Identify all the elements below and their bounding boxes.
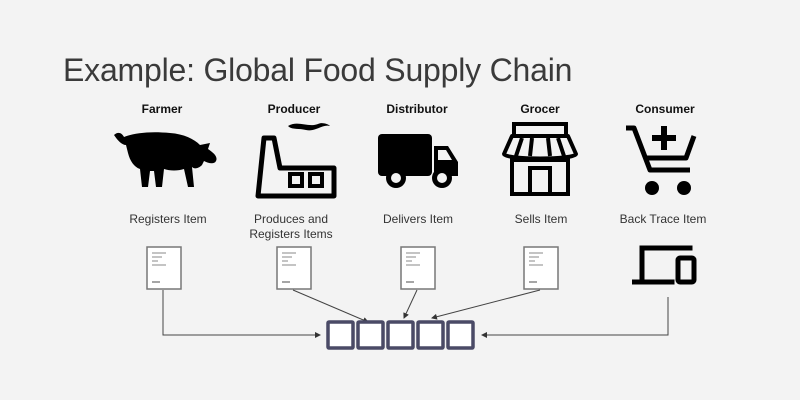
document-icon	[276, 246, 312, 290]
truck-icon	[378, 134, 458, 188]
action-consumer: Back Trace Item	[619, 212, 707, 226]
role-producer: Producer	[267, 102, 321, 116]
document-icon	[400, 246, 436, 290]
role-grocer: Grocer	[520, 102, 560, 116]
action-producer: Produces and Registers Items	[249, 212, 333, 241]
laptop-phone-icon	[632, 245, 697, 285]
store-icon	[502, 122, 578, 196]
action-grocer: Sells Item	[514, 212, 568, 226]
blockchain	[326, 320, 475, 350]
factory-icon	[255, 123, 337, 199]
pig-icon	[114, 132, 217, 187]
document-icon	[523, 246, 559, 290]
role-farmer: Farmer	[141, 102, 183, 116]
role-consumer: Consumer	[635, 102, 695, 116]
cart-plus-icon	[626, 125, 697, 195]
slide-title: Example: Global Food Supply Chain	[63, 52, 573, 88]
role-distributor: Distributor	[386, 102, 448, 116]
action-farmer: Registers Item	[129, 212, 207, 226]
document-icon	[146, 246, 182, 290]
action-distributor: Delivers Item	[382, 212, 453, 226]
